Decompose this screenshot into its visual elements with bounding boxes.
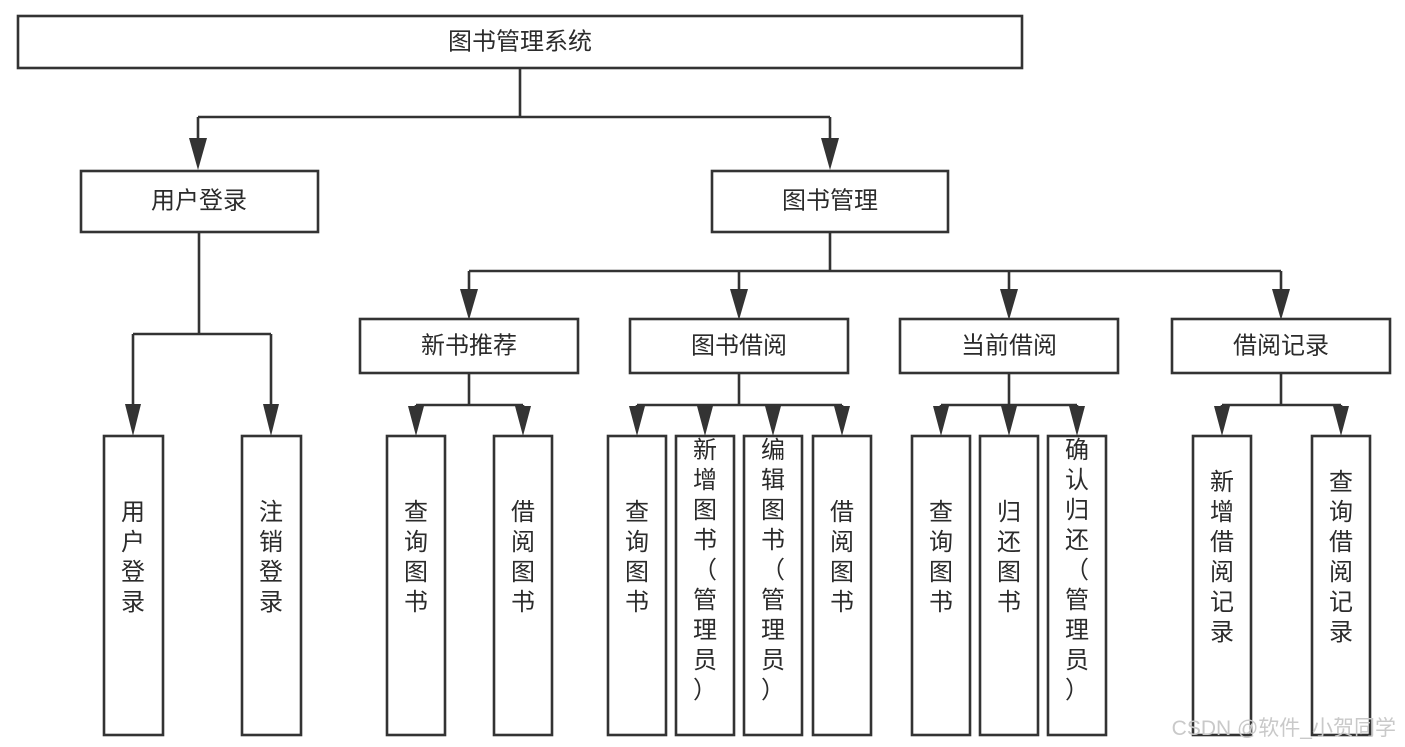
leaf-confirm-return[interactable]: 确认归还（管理员） — [1046, 434, 1108, 737]
node-current-borrow-box[interactable] — [898, 317, 1120, 375]
watermark-label: CSDN @软件_小贺同学 — [1172, 717, 1396, 740]
leaf-add-book[interactable]: 新增图书（管理员） — [674, 434, 736, 737]
arrow-to-borrow-record — [1272, 289, 1290, 320]
leaf-query-book-3-label: 查询图书 — [929, 499, 953, 616]
leaf-user-logout[interactable]: 注销登录 — [240, 434, 303, 737]
arrow-nbr-leaf-2 — [515, 406, 531, 436]
leaf-return-book[interactable]: 归还图书 — [978, 434, 1040, 737]
node-new-book-recommend-label: 新书推荐 — [421, 332, 517, 359]
node-current-borrow[interactable]: 当前借阅 — [898, 317, 1120, 375]
leaf-borrow-book-1[interactable]: 借阅图书 — [492, 434, 554, 737]
leaf-borrow-book-1-label: 借阅图书 — [511, 499, 535, 616]
node-borrow-record[interactable]: 借阅记录 — [1170, 317, 1392, 375]
arrow-bb-leaf-3 — [765, 406, 781, 436]
arrow-to-current-borrow — [1000, 289, 1018, 320]
node-borrow-record-label: 借阅记录 — [1233, 332, 1329, 359]
arrow-bb-leaf-2 — [697, 406, 713, 436]
node-root-label: 图书管理系统 — [448, 28, 592, 55]
leaf-user-login-label: 用户登录 — [121, 499, 145, 616]
arrow-cb-leaf-3 — [1069, 406, 1085, 436]
arrow-root-to-user-login — [189, 138, 207, 170]
leaf-borrow-book-2-box[interactable] — [811, 434, 873, 737]
leaf-edit-book[interactable]: 编辑图书（管理员） — [742, 434, 804, 737]
leaf-confirm-return-box[interactable] — [1046, 434, 1108, 737]
arrow-user-login-leaf-2 — [263, 404, 279, 436]
arrow-br-leaf-2 — [1333, 406, 1349, 436]
leaf-borrow-book-2[interactable]: 借阅图书 — [811, 434, 873, 737]
leaf-borrow-book-2-label: 借阅图书 — [830, 499, 854, 616]
node-user-login-box[interactable] — [79, 169, 320, 234]
leaf-query-book-2-box[interactable] — [606, 434, 668, 737]
leaf-query-book-3-box[interactable] — [910, 434, 972, 737]
leaf-user-logout-label: 注销登录 — [259, 499, 283, 616]
connectors-layer — [125, 68, 1349, 436]
node-book-manage-label: 图书管理 — [782, 187, 878, 214]
arrow-to-new-book-recommend — [460, 289, 478, 320]
leaf-add-record-box[interactable] — [1191, 434, 1253, 737]
leaf-query-book-1[interactable]: 查询图书 — [385, 434, 447, 737]
node-book-borrow[interactable]: 图书借阅 — [628, 317, 850, 375]
node-book-manage[interactable]: 图书管理 — [710, 169, 950, 234]
leaf-query-book-3[interactable]: 查询图书 — [910, 434, 972, 737]
node-current-borrow-label: 当前借阅 — [961, 332, 1057, 359]
leaf-add-book-box[interactable] — [674, 434, 736, 737]
leaf-query-record[interactable]: 查询借阅记录 — [1310, 434, 1372, 737]
leaf-add-book-label: 新增图书（管理员） — [693, 437, 717, 704]
node-root[interactable]: 图书管理系统 — [16, 14, 1024, 70]
nodes-layer: 图书管理系统 用户登录 图书管理 新书推荐 图书借阅 当前 — [16, 14, 1392, 737]
arrow-bb-leaf-1 — [629, 406, 645, 436]
leaf-query-book-2-label: 查询图书 — [625, 499, 649, 616]
node-new-book-recommend-box[interactable] — [358, 317, 580, 375]
arrow-bb-leaf-4 — [834, 406, 850, 436]
node-root-box[interactable] — [16, 14, 1024, 70]
arrow-user-login-leaf-1 — [125, 404, 141, 436]
leaf-return-book-label: 归还图书 — [997, 499, 1021, 616]
node-book-borrow-label: 图书借阅 — [691, 332, 787, 359]
arrow-cb-leaf-2 — [1001, 406, 1017, 436]
leaf-query-record-box[interactable] — [1310, 434, 1372, 737]
node-new-book-recommend[interactable]: 新书推荐 — [358, 317, 580, 375]
leaf-return-book-box[interactable] — [978, 434, 1040, 737]
node-user-login[interactable]: 用户登录 — [79, 169, 320, 234]
arrow-cb-leaf-1 — [933, 406, 949, 436]
leaf-query-record-label: 查询借阅记录 — [1329, 469, 1353, 646]
leaf-query-book-2[interactable]: 查询图书 — [606, 434, 668, 737]
arrow-nbr-leaf-1 — [408, 406, 424, 436]
leaf-query-book-1-label: 查询图书 — [404, 499, 428, 616]
leaf-add-record-label: 新增借阅记录 — [1210, 469, 1234, 646]
arrow-br-leaf-1 — [1214, 406, 1230, 436]
leaf-borrow-book-1-box[interactable] — [492, 434, 554, 737]
leaf-add-record[interactable]: 新增借阅记录 — [1191, 434, 1253, 737]
leaf-user-login-box[interactable] — [102, 434, 165, 737]
leaf-confirm-return-label: 确认归还（管理员） — [1065, 437, 1089, 704]
node-book-borrow-box[interactable] — [628, 317, 850, 375]
node-book-manage-box[interactable] — [710, 169, 950, 234]
node-user-login-label: 用户登录 — [151, 187, 247, 214]
leaf-user-login[interactable]: 用户登录 — [102, 434, 165, 737]
leaf-query-book-1-box[interactable] — [385, 434, 447, 737]
node-borrow-record-box[interactable] — [1170, 317, 1392, 375]
arrow-root-to-book-manage — [821, 138, 839, 170]
leaf-edit-book-box[interactable] — [742, 434, 804, 737]
leaf-edit-book-label: 编辑图书（管理员） — [761, 437, 785, 704]
leaf-user-logout-box[interactable] — [240, 434, 303, 737]
arrow-to-book-borrow — [730, 289, 748, 320]
